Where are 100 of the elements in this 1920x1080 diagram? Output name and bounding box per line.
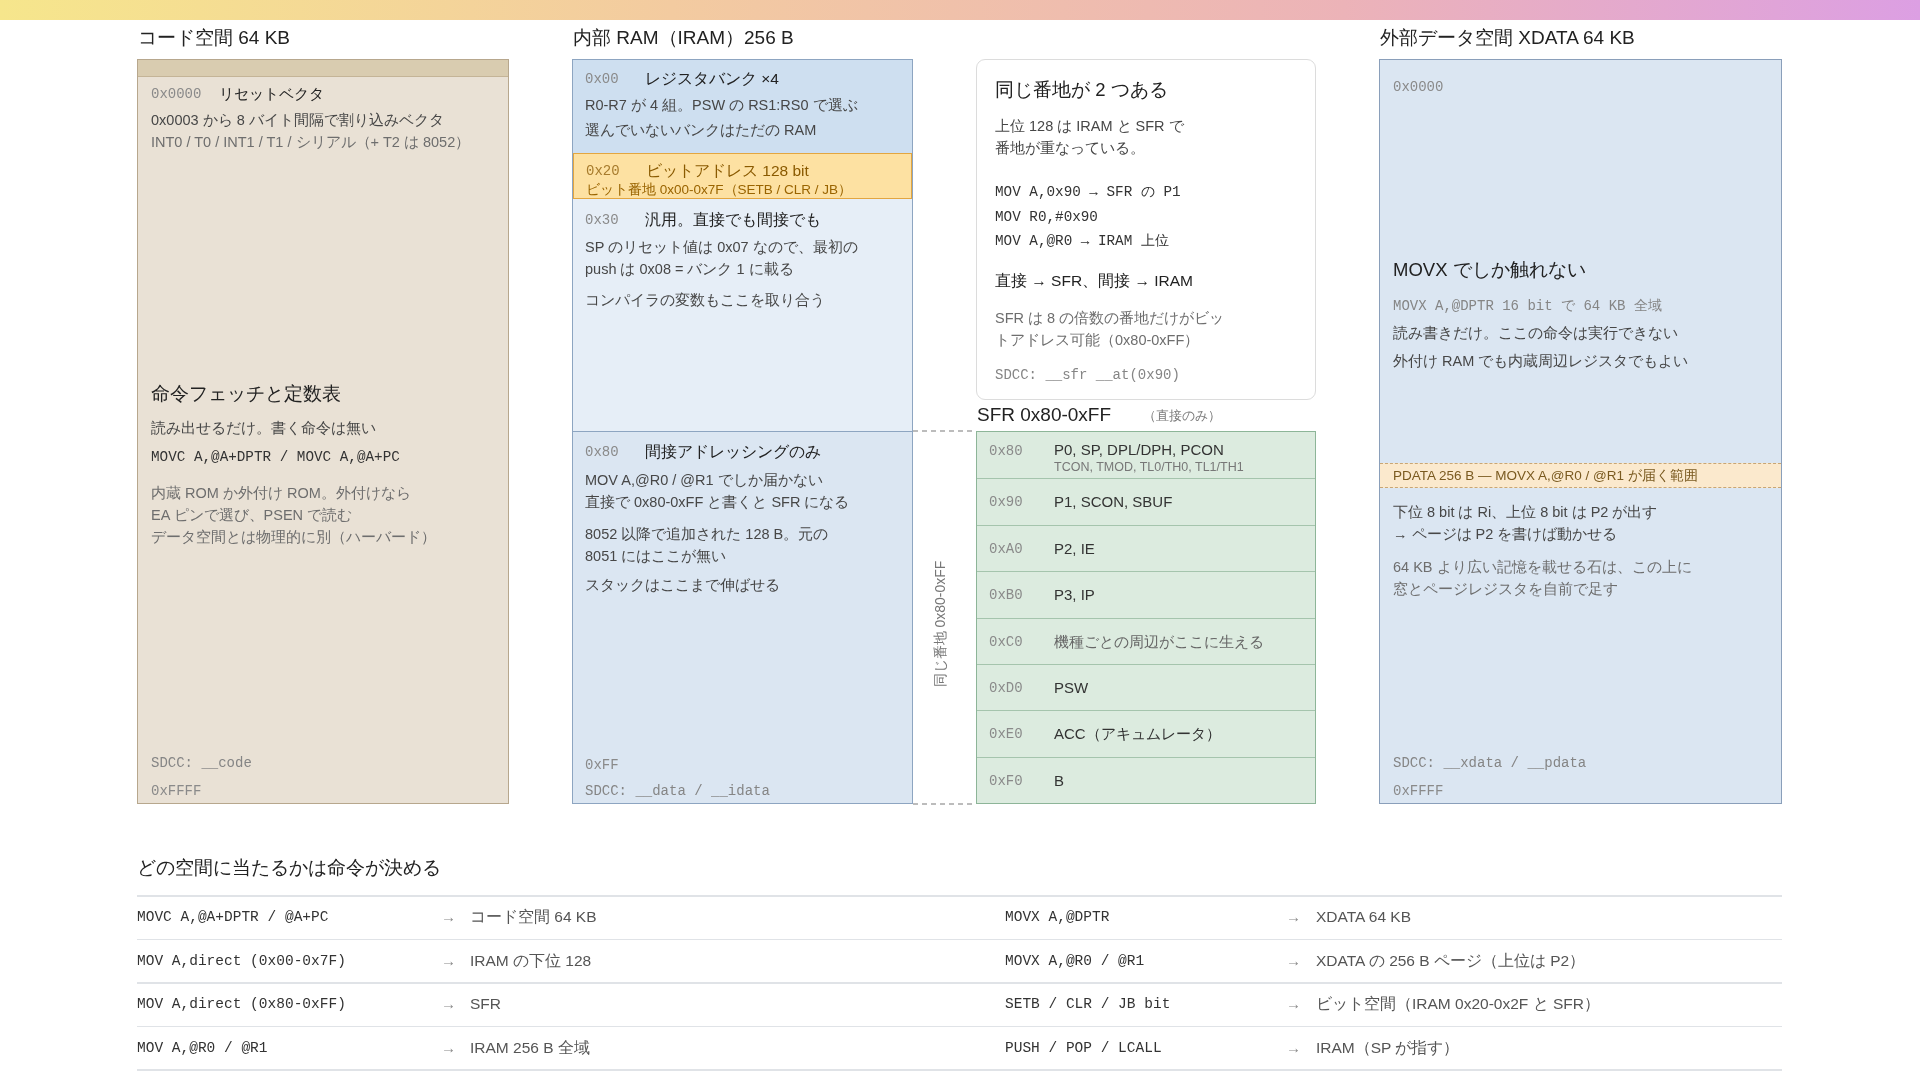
body-text: 8052 以降で追加された 128 B。元の 8051 にはここが無い (585, 525, 830, 566)
register-names: B (1054, 770, 1064, 791)
note-text: データ空間とは物理的に別（ハーバード） (151, 528, 436, 547)
note-text: SFR は 8 の倍数の番地だけがビットアドレス可能（0x80-0xFF） (995, 309, 1226, 350)
section-heading: 同じ番地が 2 つある (995, 78, 1168, 102)
instruction-cell-text: MOVX A,@R0 / @R1 (1005, 951, 1145, 971)
code-text: SDCC: __data / __idata (585, 782, 770, 801)
table-cell-text: コード空間 64 KB (470, 907, 597, 927)
memory-region (573, 60, 912, 153)
section-heading: どの空間に当たるかは命令が決める (137, 856, 441, 880)
note-text: 64 KB より広い記憶を載せる石は、この上に窓とページレジスタを自前で足す (1393, 558, 1693, 599)
table-cell-text: IRAM の下位 128 (470, 950, 592, 971)
arrow-symbol: → (1286, 994, 1301, 1015)
code-text: MOV A,@R0 → IRAM 上位 (995, 232, 1169, 251)
region-title: レジスタバンク ×4 (645, 69, 779, 89)
table-cell-text: XDATA 64 KB (1316, 907, 1412, 927)
address-label: 0xC0 (989, 632, 1023, 652)
address-label: 0x80 (989, 442, 1023, 461)
body-text: 選んでいないバンクはただの RAM (585, 121, 817, 140)
note-card (976, 59, 1316, 400)
table-cell-text: IRAM 256 B 全域 (470, 1037, 590, 1058)
region-title: 直接 → SFR、間接 → IRAM (995, 271, 1193, 291)
address-label: 0xD0 (989, 678, 1023, 698)
arrow-symbol: → (441, 994, 456, 1015)
region-title: ビットアドレス 128 bit (646, 161, 809, 181)
address-label: 0x0000 (1393, 78, 1444, 97)
address-label: 0xFFFF (151, 782, 202, 801)
column-title: コード空間 64 KB (138, 26, 291, 50)
address-label: 0x20 (586, 162, 620, 181)
address-label: 0x80 (585, 443, 619, 462)
register-names: P1, SCON, SBUF (1054, 492, 1173, 513)
register-names: ACC（アキュムレータ） (1054, 724, 1221, 745)
table-cell-text: IRAM（SP が指す） (1316, 1037, 1460, 1058)
address-label: 0xFF (585, 756, 619, 775)
body-text: 外付け RAM でも内蔵周辺レジスタでもよい (1393, 352, 1689, 371)
register-names: PSW (1054, 677, 1089, 698)
memory-region (573, 199, 912, 431)
instruction-cell-text: MOV A,direct (0x80-0xFF) (137, 995, 346, 1015)
note-text: 内蔵 ROM か外付け ROM。外付けなら EA ピンで選び、PSEN で読む (151, 484, 412, 525)
code-text: MOVX A,@DPTR 16 bit で 64 KB 全域 (1393, 297, 1662, 316)
table-cell-text: ビット空間（IRAM 0x20-0x2F と SFR） (1316, 994, 1600, 1015)
instruction-cell-text: MOVX A,@DPTR (1005, 908, 1110, 927)
body-text: 読み書きだけ。ここの命令は実行できない (1393, 324, 1678, 343)
address-label: 0xB0 (989, 586, 1023, 606)
body-text: MOV A,@R0 / @R1 でしか届かない (585, 471, 823, 490)
body-text: スタックはここまで伸ばせる (585, 576, 780, 595)
address-label: 0x30 (585, 211, 619, 230)
address-label: 0x0000 (151, 85, 202, 104)
code-text: MOV R0,#0x90 (995, 208, 1098, 227)
arrow-symbol: → (1286, 1037, 1301, 1058)
address-band (1380, 463, 1781, 488)
address-label: 0x00 (585, 70, 619, 89)
register-names: P3, IP (1054, 585, 1095, 606)
arrow-symbol: → (441, 1037, 456, 1058)
code-text: MOV A,0x90 → SFR の P1 (995, 183, 1181, 202)
register-names: 機種ごとの周辺がここに生える (1054, 631, 1264, 652)
address-label: 0x90 (989, 493, 1023, 513)
instruction-cell-text: MOVC A,@A+DPTR / @A+PC (137, 908, 329, 927)
body-text: 下位 8 bit は Ri、上位 8 bit は P2 が出す → ページは P2 を書けば動かせる (1393, 503, 1659, 544)
arrow-symbol: → (1286, 907, 1301, 927)
address-label: 0xA0 (989, 539, 1023, 559)
body-text: ビット番地 0x00-0x7F（SETB / CLR / JB） (586, 182, 853, 198)
table-cell-text: SFR (470, 994, 501, 1015)
code-text: SDCC: __sfr __at(0x90) (995, 366, 1180, 385)
body-text: 上位 128 は IRAM と SFR で番地が重なっている。 (995, 117, 1185, 158)
code-text: MOVC A,@A+DPTR / MOVC A,@A+PC (151, 448, 400, 467)
code-text: SDCC: __code (151, 754, 252, 773)
arrow-symbol: → (441, 907, 456, 927)
body-text: R0-R7 が 4 組。PSW の RS1:RS0 で選ぶ (585, 96, 858, 115)
address-label: 0xF0 (989, 771, 1023, 791)
code-text: SDCC: __xdata / __pdata (1393, 754, 1587, 773)
address-label: 0xE0 (989, 725, 1023, 745)
register-names: P2, IE (1054, 538, 1095, 559)
memory-region (573, 153, 912, 199)
arrow-symbol: → (441, 950, 456, 971)
register-names: P0, SP, DPL/DPH, PCON (1054, 440, 1224, 460)
entry-title: リセットベクタ (219, 85, 324, 104)
region-title: 間接アドレッシングのみ (645, 442, 821, 462)
column-title: SFR 0x80-0xFF (977, 403, 1112, 427)
region-title: 汎用。直接でも間接でも (645, 210, 821, 230)
column-title: 外部データ空間 XDATA 64 KB (1380, 26, 1635, 50)
table-cell-text: XDATA の 256 B ページ（上位は P2） (1316, 950, 1586, 971)
instruction-cell-text: MOV A,direct (0x00-0x7F) (137, 951, 346, 971)
body-text: 0x0003 から 8 バイト間隔で割り込みベクタ (151, 111, 444, 130)
band-label: PDATA 256 B — MOVX A,@R0 / @R1 が届く範囲 (1393, 466, 1698, 485)
instruction-cell-text: PUSH / POP / LCALL (1005, 1038, 1162, 1058)
column-title: 内部 RAM（IRAM）256 B (573, 26, 794, 50)
note-text: INT0 / T0 / INT1 / T1 / シリアル（+ T2 は 8052） (151, 133, 471, 152)
note-text: （直接のみ） (1143, 407, 1221, 425)
register-names: TCON, TMOD, TL0/TH0, TL1/TH1 (1054, 459, 1244, 475)
section-heading: 命令フェッチと定数表 (151, 382, 341, 406)
section-heading: MOVX でしか触れない (1393, 258, 1586, 282)
instruction-cell-text: MOV A,@R0 / @R1 (137, 1038, 268, 1058)
arrow-symbol: → (1286, 950, 1301, 971)
range-label: 同じ番地 0x80-0xFF (931, 560, 949, 688)
address-label: 0xFFFF (1393, 782, 1444, 801)
body-text: コンパイラの変数もここを取り合う (585, 291, 825, 310)
body-text: SP のリセット値は 0x07 なので、最初の push は 0x08 = バンク 1 に載る (585, 238, 859, 279)
body-text: 直接で 0x80-0xFF と書くと SFR になる (585, 493, 850, 512)
instruction-cell-text: SETB / CLR / JB bit (1005, 995, 1171, 1015)
